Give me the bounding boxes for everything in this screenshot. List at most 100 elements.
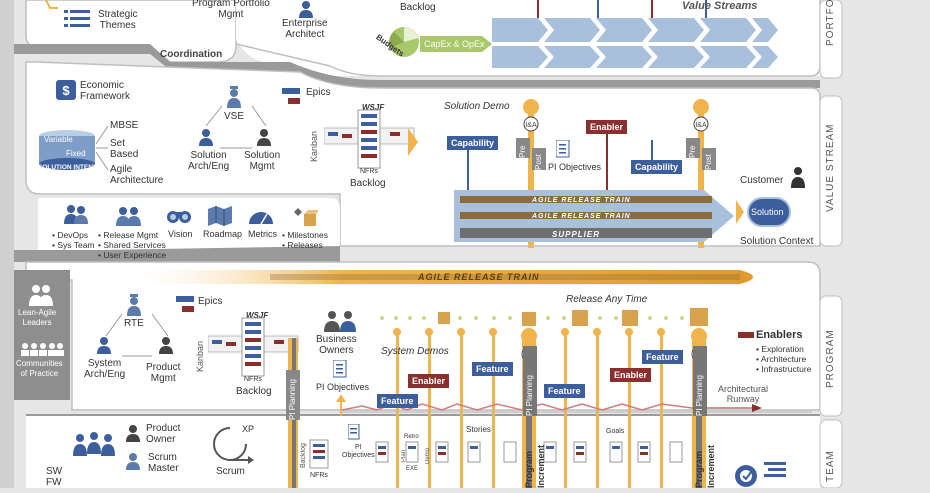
economic-framework-icon: $ — [56, 80, 76, 100]
program-pi-objectives-doc-icon — [332, 359, 347, 378]
vs-backlog-arrow — [408, 128, 418, 156]
customer-label: Customer — [740, 175, 784, 186]
xp-label: XP — [242, 424, 255, 434]
feature-tag-1: Feature — [377, 394, 418, 408]
solution-demo-pillar-2: I&A — [693, 99, 709, 248]
customer-icon — [790, 166, 806, 188]
solution-arch-icon — [198, 128, 214, 146]
program-increment-label-1: Program Increment — [524, 444, 546, 488]
solution-arch-eng-label: Solution Arch/Eng — [188, 150, 230, 172]
enablers-list: • Exploration • Architecture • Infrastru… — [756, 344, 811, 374]
post-label-1: Post — [532, 148, 546, 170]
program-nfrs-label: NFRs — [244, 376, 262, 383]
strategic-themes-label: Strategic Themes — [98, 9, 138, 31]
svg-text:$: $ — [62, 83, 70, 98]
solution-label: Solution — [751, 207, 784, 217]
release-mgmt-item: • Release Mgmt — [98, 230, 159, 240]
solution-demo-pillar-1: I&A — [523, 99, 539, 248]
solution-train — [454, 190, 734, 242]
scrum-master-label: Scrum Master — [148, 452, 179, 474]
sys-team-item: • Sys Team — [52, 240, 95, 250]
vision-binoculars-icon — [166, 208, 192, 224]
capability-line-2 — [651, 140, 653, 162]
capex-opex-label: CapEx & OpEx — [424, 39, 485, 49]
art-label-2: AGILE RELEASE TRAIN — [532, 213, 631, 220]
pre-label-2: Pre — [686, 138, 700, 158]
variable-label: Variable — [44, 135, 73, 144]
pi-objectives-up-arrow — [336, 394, 346, 416]
agile-architecture-label: Agile Architecture — [110, 164, 164, 186]
retro-label: Retro — [404, 434, 419, 440]
enablers-title: Enablers — [756, 329, 803, 341]
svg-text:I&A: I&A — [525, 122, 537, 129]
mbse-label: MBSE — [110, 120, 139, 131]
scrum-master-icon — [126, 452, 140, 470]
milestones-icon — [292, 206, 320, 228]
communities-icon — [20, 342, 64, 356]
capability-tag-1: Capability — [447, 136, 499, 150]
solution-intent-label: SOLUTION INTENT — [38, 164, 97, 171]
product-owner-icon — [126, 424, 140, 442]
business-owners-icon — [322, 310, 358, 332]
enablers-legend-icon — [738, 332, 754, 338]
capability-tag-2: Capability — [631, 160, 683, 174]
system-arch-eng-label: System Arch/Eng — [84, 358, 126, 380]
enterprise-architect-label: Enterprise Architect — [282, 18, 328, 40]
communities-label: Communities of Practice — [16, 359, 63, 378]
solution-context-label: Solution Context — [740, 236, 814, 247]
team-pi-objectives-label: PI Objectives — [342, 444, 375, 459]
release-mgmt-icon — [116, 206, 142, 226]
milestones-item: • Milestones — [282, 230, 328, 240]
program-increment-label-2: Program Increment — [694, 444, 716, 488]
solution-intent-connectors — [96, 125, 109, 171]
program-wsjf-label: WSJF — [246, 311, 269, 320]
devops-icon — [64, 204, 90, 224]
scrum-label: Scrum — [216, 466, 245, 477]
exploration-item: • Exploration — [756, 344, 804, 354]
program-epics-legend-icon — [176, 296, 194, 312]
program-epics-label: Epics — [198, 296, 223, 307]
releases-item: • Releases — [282, 240, 323, 250]
business-owners-label: Business Owners — [316, 334, 357, 356]
product-owner-label: Product Owner — [146, 423, 181, 445]
budgets-pie-icon — [388, 26, 420, 58]
feature-tag-4: Feature — [642, 350, 683, 364]
system-demos-label: System Demos — [381, 346, 449, 357]
vs-enabler-tag: Enabler — [586, 120, 628, 134]
art-banner-label: AGILE RELEASE TRAIN — [418, 272, 540, 282]
rte-person-icon — [126, 294, 142, 316]
team-side-label: TEAM — [825, 450, 836, 482]
solution-oval — [736, 197, 791, 227]
post-label-2: Post — [702, 148, 716, 170]
epics-legend-icon — [282, 88, 300, 104]
vs-wsjf-label: WSJF — [362, 103, 385, 112]
infrastructure-item: • Infrastructure — [756, 364, 812, 374]
program-portfolio-mgmt-label: Program Portfolio Mgmt — [192, 0, 270, 20]
portfolio-backlog-label: Backlog — [400, 2, 436, 13]
program-enabler-tag-1: Enabler — [408, 374, 450, 388]
value-streams-label: Value Streams — [682, 0, 758, 12]
art-banner — [120, 270, 753, 284]
plan-label: Plan — [401, 449, 407, 462]
user-experience-item: • User Experience — [98, 250, 167, 260]
team-people-icon — [70, 428, 122, 462]
product-mgmt-icon — [158, 336, 174, 354]
roadmap-label: Roadmap — [203, 229, 243, 239]
roadmap-map-icon — [208, 206, 232, 226]
team-backlog-label: Backlog — [300, 443, 307, 468]
value-streams-chevrons — [492, 0, 778, 68]
pi-planning-label-3: PI Planning — [693, 346, 707, 416]
vs-backlog-label: Backlog — [350, 178, 386, 189]
shared-col1: • DevOps• Sys Team — [52, 230, 95, 250]
lean-agile-leaders-label: Lean-Agile Leaders — [18, 308, 57, 327]
strategic-themes-icon — [64, 8, 92, 30]
architectural-runway-label: Architectural Runway — [718, 384, 769, 404]
program-backlog-label: Backlog — [236, 386, 272, 397]
vs-epics-label: Epics — [306, 87, 331, 98]
rte-triangle-lines — [105, 313, 169, 357]
vse-triangle-lines — [205, 105, 267, 149]
pi-planning-label-2: PI Planning — [523, 346, 537, 416]
value-stream-side-label: VALUE STREAM — [825, 123, 836, 213]
feature-tag-2: Feature — [472, 362, 513, 376]
vs-kanban-board — [324, 109, 415, 169]
